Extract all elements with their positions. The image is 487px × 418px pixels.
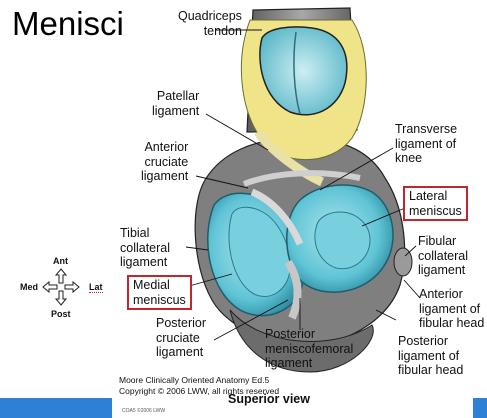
fibular-head-shape bbox=[393, 247, 413, 277]
label-quadriceps-tendon: Quadriceps tendon bbox=[178, 9, 242, 38]
footer-bar-right bbox=[473, 398, 487, 418]
orientation-compass-icon bbox=[42, 268, 80, 306]
footer-bar-left bbox=[0, 398, 112, 418]
leader-lines bbox=[181, 29, 421, 341]
label-transverse-ligament-of-knee: Transverse ligament of knee bbox=[395, 122, 458, 165]
view-label: Superior view bbox=[228, 392, 310, 406]
patella-ridge bbox=[293, 31, 301, 115]
posterior-rim-shape bbox=[229, 309, 374, 373]
posterior-cruciate-fibers bbox=[284, 259, 302, 320]
label-medial-meniscus: Medial meniscus bbox=[127, 275, 192, 310]
label-anterior-cruciate-ligament: Anterior cruciate ligament bbox=[141, 140, 189, 183]
label-posterior-ligament-fibular-head: Posterior ligament of fibular head bbox=[398, 334, 464, 377]
transverse-ligament-fibers bbox=[242, 170, 361, 187]
label-posterior-meniscofemoral-ligament: Posterior meniscofemoral ligament bbox=[265, 327, 354, 370]
copyright-credit: Moore Clinically Oriented Anatomy Ed.5 C… bbox=[119, 375, 280, 396]
page-title: Menisci bbox=[12, 5, 124, 42]
orientation-ant: Ant bbox=[53, 256, 68, 266]
patellar-ligament-fibers bbox=[254, 129, 324, 187]
label-posterior-cruciate-ligament: Posterior cruciate ligament bbox=[156, 316, 207, 359]
label-patellar-ligament: Patellar ligament bbox=[152, 89, 200, 118]
label-anterior-ligament-fibular-head: Anterior ligament of fibular head bbox=[419, 287, 485, 330]
label-lateral-meniscus: Lateral meniscus bbox=[403, 186, 468, 221]
lateral-condyle-shape bbox=[314, 211, 371, 270]
label-tibial-collateral-ligament: Tibial collateral ligament bbox=[120, 226, 171, 269]
orientation-lat: Lat bbox=[89, 282, 103, 293]
figure-tag: COA5 ©2006 LWW bbox=[122, 408, 166, 414]
orientation-post: Post bbox=[51, 309, 71, 319]
patella-shape bbox=[259, 26, 348, 116]
label-fibular-collateral-ligament: Fibular collateral ligament bbox=[418, 234, 469, 277]
orientation-med: Med bbox=[20, 282, 38, 292]
anterior-cruciate-fibers bbox=[250, 188, 304, 246]
